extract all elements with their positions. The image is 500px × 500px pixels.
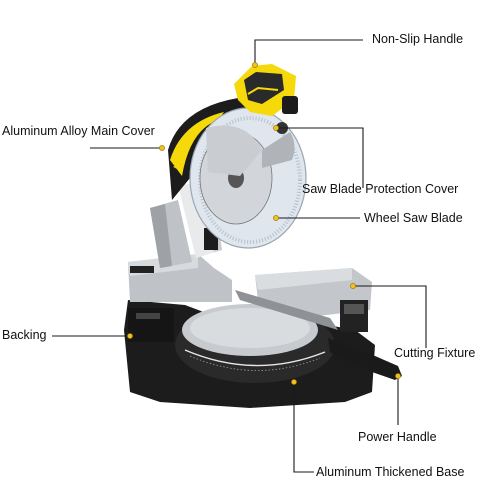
leader-blade-cover [276,127,364,188]
dot-cutting-fixture [350,283,356,289]
dot-non-slip-handle [252,62,258,68]
dot-backing [127,333,133,339]
label-cutting-fixture: Cutting Fixture [394,346,476,360]
label-non-slip-handle: Non-Slip Handle [372,32,464,46]
top-handle [234,64,298,116]
label-wheel-blade: Wheel Saw Blade [364,211,463,225]
label-main-cover: Aluminum Alloy Main Cover [2,124,155,138]
dot-blade-cover [273,125,279,131]
callout-lines [52,39,427,473]
dot-base [291,379,297,385]
label-backing: Backing [2,328,47,342]
label-power-handle: Power Handle [358,430,437,444]
callout-dots [127,62,401,385]
dot-power-handle [395,373,401,379]
leader-cutting-fixture [353,285,427,348]
label-blade-cover: Saw Blade Protection Cover [302,182,459,196]
label-base: Aluminum Thickened Base [316,465,465,479]
saw-base [124,254,402,408]
dot-wheel-blade [273,215,279,221]
blade-assembly: URPOWER [168,97,307,249]
leader-non-slip-handle [254,39,363,65]
leader-base [293,382,314,473]
dot-main-cover [159,145,165,151]
